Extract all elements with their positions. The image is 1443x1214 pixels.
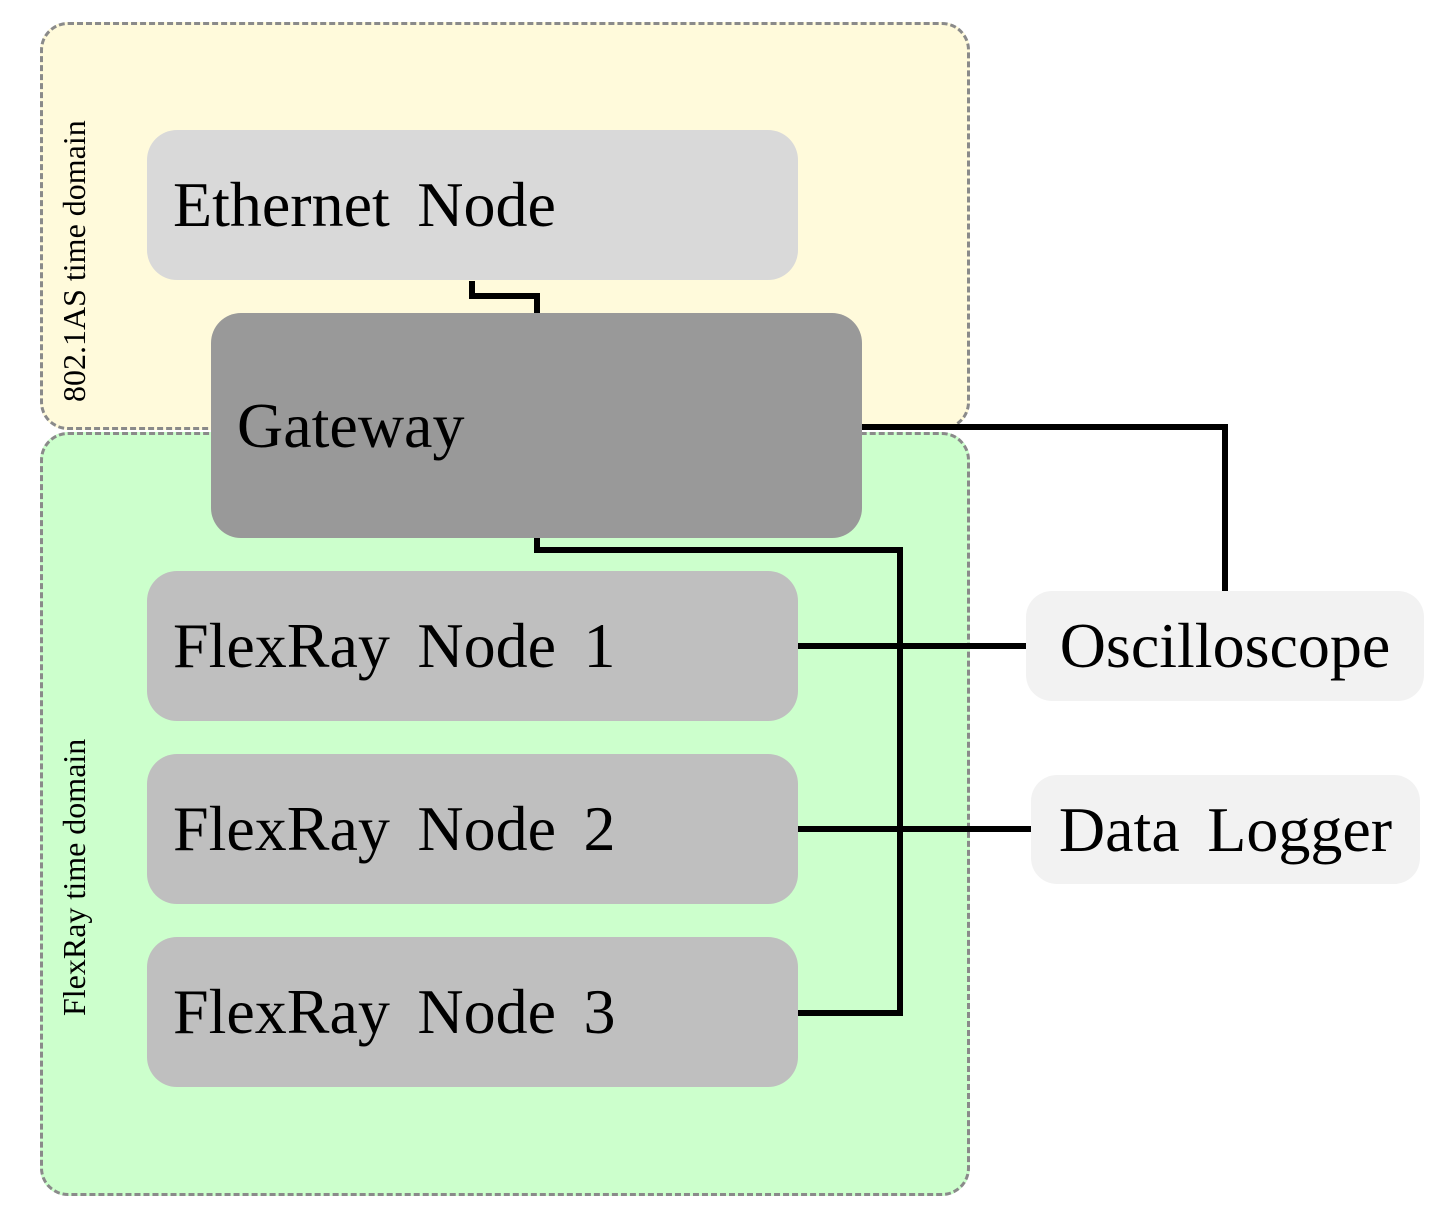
flexray-node-2: FlexRay Node 2 (147, 754, 798, 904)
flexray-node-3: FlexRay Node 3 (147, 937, 798, 1087)
domain-flexray-label: FlexRay time domain (56, 738, 92, 1016)
flexray-node-1: FlexRay Node 1 (147, 571, 798, 721)
gateway-node: Gateway (211, 313, 862, 538)
data-logger-box: Data Logger (1031, 775, 1420, 884)
ethernet-node: Ethernet Node (147, 130, 798, 280)
oscilloscope-box: Oscilloscope (1026, 591, 1424, 701)
domain-8021as-label: 802.1AS time domain (56, 120, 92, 402)
